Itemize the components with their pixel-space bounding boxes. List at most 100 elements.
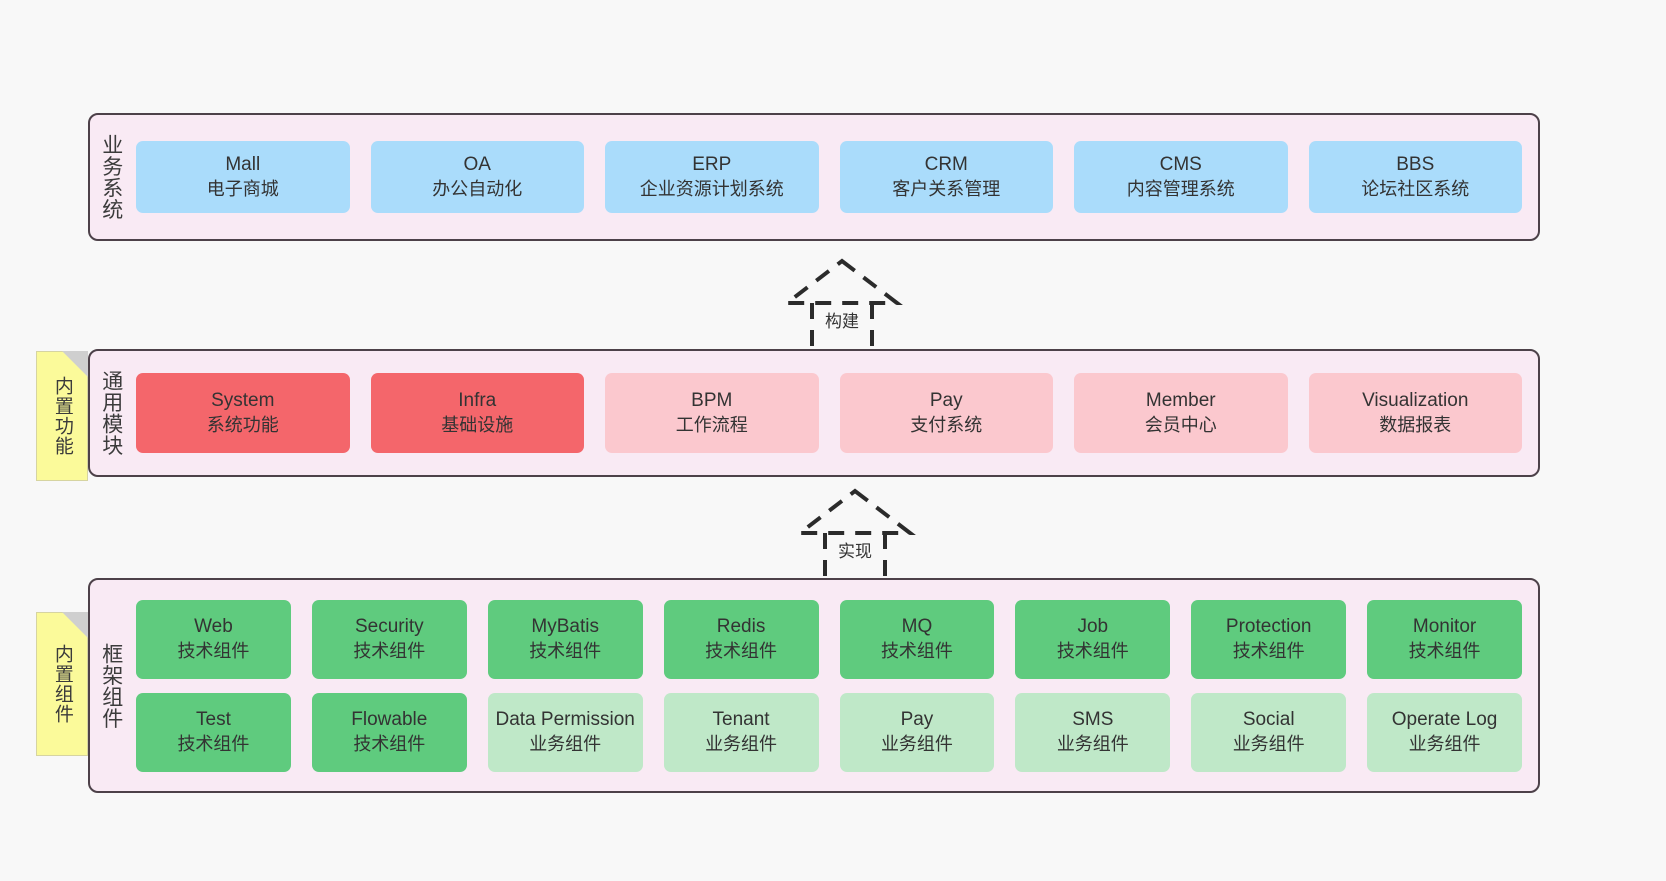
- module-card[interactable]: Monitor 技术组件: [1367, 599, 1522, 679]
- module-card[interactable]: Infra 基础设施: [370, 373, 584, 453]
- module-subtitle: 业务组件: [705, 733, 778, 754]
- module-card[interactable]: Data Permission 业务组件: [487, 692, 643, 772]
- relation-arrow-realize: 实现: [770, 485, 940, 585]
- layer-row: Web 技术组件 Security 技术组件 MyBatis 技术组件 Redi…: [136, 599, 1522, 679]
- module-name: Member: [1145, 390, 1216, 412]
- module-card[interactable]: Pay 支付系统: [839, 373, 1053, 453]
- module-card[interactable]: Visualization 数据报表: [1308, 373, 1522, 453]
- layer-row: Test 技术组件 Flowable 技术组件 Data Permission …: [136, 692, 1522, 772]
- module-subtitle: 业务组件: [1408, 733, 1481, 754]
- module-name: Job: [1077, 616, 1109, 638]
- module-card[interactable]: MQ 技术组件: [839, 599, 995, 679]
- module-name: Security: [354, 616, 424, 638]
- module-name: Pay: [929, 390, 963, 412]
- module-subtitle: 业务组件: [1056, 733, 1129, 754]
- module-card[interactable]: System 系统功能: [136, 373, 350, 453]
- module-card[interactable]: Test 技术组件: [136, 692, 291, 772]
- relation-arrow-label: 实现: [838, 542, 872, 561]
- layer-title-business-systems: 业务系统: [99, 134, 123, 220]
- module-subtitle: 企业资源计划系统: [639, 178, 784, 199]
- layer-row: System 系统功能 Infra 基础设施 BPM 工作流程 Pay 支付系统…: [136, 373, 1522, 453]
- module-subtitle: 业务组件: [529, 733, 602, 754]
- layer-business-systems: 业务系统 Mall 电子商城 OA 办公自动化 ERP 企业资源计划系统 CRM…: [88, 113, 1540, 241]
- layer-body-common-modules: System 系统功能 Infra 基础设施 BPM 工作流程 Pay 支付系统…: [132, 351, 1538, 475]
- layer-title-framework-components: 框架组件: [99, 642, 123, 729]
- module-name: Operate Log: [1391, 709, 1498, 731]
- module-card[interactable]: Operate Log 业务组件: [1367, 692, 1522, 772]
- layer-body-framework-components: Web 技术组件 Security 技术组件 MyBatis 技术组件 Redi…: [132, 580, 1538, 791]
- module-subtitle: 系统功能: [206, 414, 279, 435]
- module-subtitle: 内容管理系统: [1126, 178, 1235, 199]
- relation-arrow-build: 构建: [757, 255, 927, 355]
- module-subtitle: 技术组件: [1408, 640, 1481, 661]
- module-name: Pay: [900, 709, 934, 731]
- module-name: MyBatis: [531, 616, 599, 638]
- module-name: Mall: [225, 154, 261, 176]
- module-card[interactable]: Redis 技术组件: [663, 599, 819, 679]
- sticky-note-builtin-features: 内置功能: [36, 351, 88, 481]
- module-name: Infra: [458, 390, 497, 412]
- module-card[interactable]: CMS 内容管理系统: [1074, 141, 1288, 213]
- module-card[interactable]: Member 会员中心: [1074, 373, 1288, 453]
- module-name: Data Permission: [495, 709, 635, 731]
- module-name: BPM: [691, 390, 733, 412]
- sticky-note-builtin-components: 内置组件: [36, 612, 88, 756]
- relation-arrow-label: 构建: [825, 312, 859, 331]
- module-name: Tenant: [712, 709, 770, 731]
- module-name: CRM: [924, 154, 968, 176]
- module-name: OA: [463, 154, 491, 176]
- layer-row: Mall 电子商城 OA 办公自动化 ERP 企业资源计划系统 CRM 客户关系…: [136, 141, 1522, 213]
- module-subtitle: 办公自动化: [432, 178, 523, 199]
- module-card[interactable]: CRM 客户关系管理: [839, 141, 1053, 213]
- module-card[interactable]: ERP 企业资源计划系统: [605, 141, 819, 213]
- module-subtitle: 技术组件: [880, 640, 953, 661]
- module-name: Protection: [1225, 616, 1312, 638]
- module-subtitle: 业务组件: [880, 733, 953, 754]
- module-card[interactable]: Pay 业务组件: [839, 692, 995, 772]
- module-subtitle: 电子商城: [206, 178, 279, 199]
- dashed-generalization-arrow-icon: [781, 258, 903, 355]
- module-subtitle: 业务组件: [1232, 733, 1305, 754]
- module-card[interactable]: Web 技术组件: [136, 599, 291, 679]
- module-card[interactable]: Mall 电子商城: [136, 141, 350, 213]
- module-card[interactable]: MyBatis 技术组件: [487, 599, 643, 679]
- module-name: MQ: [901, 616, 933, 638]
- module-subtitle: 工作流程: [675, 414, 748, 435]
- module-name: Visualization: [1362, 390, 1469, 412]
- module-name: System: [211, 390, 275, 412]
- module-subtitle: 技术组件: [353, 733, 426, 754]
- module-card[interactable]: BPM 工作流程: [605, 373, 819, 453]
- module-card[interactable]: SMS 业务组件: [1015, 692, 1171, 772]
- module-name: BBS: [1396, 154, 1435, 176]
- module-subtitle: 技术组件: [1232, 640, 1305, 661]
- module-subtitle: 技术组件: [529, 640, 602, 661]
- module-subtitle: 论坛社区系统: [1361, 178, 1470, 199]
- module-card[interactable]: OA 办公自动化: [370, 141, 584, 213]
- module-subtitle: 技术组件: [353, 640, 426, 661]
- module-subtitle: 技术组件: [1056, 640, 1129, 661]
- module-card[interactable]: Protection 技术组件: [1191, 599, 1347, 679]
- module-subtitle: 技术组件: [177, 733, 250, 754]
- module-card[interactable]: Security 技术组件: [311, 599, 467, 679]
- module-name: Flowable: [351, 709, 428, 731]
- module-name: ERP: [692, 154, 732, 176]
- module-card[interactable]: Social 业务组件: [1191, 692, 1347, 772]
- dashed-generalization-arrow-icon: [794, 488, 916, 585]
- module-card[interactable]: BBS 论坛社区系统: [1308, 141, 1522, 213]
- module-subtitle: 会员中心: [1144, 414, 1217, 435]
- layer-framework-components: 框架组件 Web 技术组件 Security 技术组件 MyBatis 技术组件…: [88, 578, 1540, 793]
- module-name: Test: [196, 709, 231, 731]
- module-subtitle: 技术组件: [177, 640, 250, 661]
- module-card[interactable]: Tenant 业务组件: [663, 692, 819, 772]
- layer-body-business-systems: Mall 电子商城 OA 办公自动化 ERP 企业资源计划系统 CRM 客户关系…: [132, 115, 1538, 239]
- module-card[interactable]: Job 技术组件: [1015, 599, 1171, 679]
- layer-title-common-modules: 通用模块: [99, 370, 123, 456]
- module-name: Social: [1242, 709, 1295, 731]
- layer-common-modules: 通用模块 System 系统功能 Infra 基础设施 BPM 工作流程 Pay…: [88, 349, 1540, 477]
- module-subtitle: 客户关系管理: [892, 178, 1001, 199]
- module-subtitle: 支付系统: [910, 414, 983, 435]
- module-name: Web: [194, 616, 233, 638]
- module-card[interactable]: Flowable 技术组件: [311, 692, 467, 772]
- module-name: Redis: [716, 616, 766, 638]
